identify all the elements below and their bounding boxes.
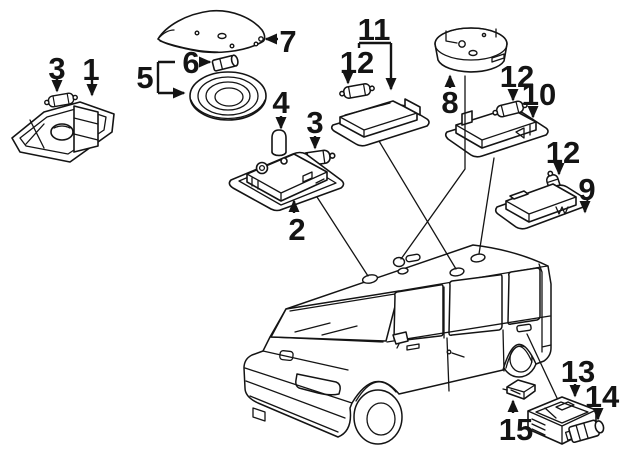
dome-lamp-9 [494, 183, 589, 230]
bulb-socket-14 [564, 419, 605, 444]
callout-label-15: 15 [499, 412, 533, 447]
callout-label-9: 9 [578, 172, 595, 207]
callout-label-10: 10 [522, 77, 556, 112]
quarter-panel-opening [516, 323, 532, 333]
front-badge [279, 350, 294, 362]
callout-label-1: 1 [82, 52, 99, 87]
roof-plate-7 [157, 9, 266, 54]
wedge-bulb-icon-4 [271, 129, 287, 157]
callout-label-6: 6 [182, 45, 199, 80]
callout-label-7: 7 [279, 24, 296, 59]
wedge-bulb-icon-6 [211, 54, 239, 72]
front-wheel [353, 389, 403, 445]
sliding-door-window [448, 274, 503, 336]
roof-openings [361, 253, 486, 284]
callout-label-3a: 3 [48, 51, 65, 86]
leader-lines [316, 75, 558, 399]
callout-label-12a: 12 [340, 45, 374, 80]
callout-label-4: 4 [272, 85, 290, 120]
dome-lamp-housing-1 [11, 101, 115, 163]
callout-label-8: 8 [441, 85, 458, 120]
callout-label-12c: 12 [546, 135, 580, 170]
callout-arrows [51, 33, 604, 421]
retainer-cup-8 [434, 27, 508, 73]
callout-label-2: 2 [288, 212, 305, 247]
callout-label-11: 11 [358, 12, 391, 47]
door-mirror [392, 331, 409, 345]
callout-label-13: 13 [561, 354, 595, 389]
callout-label-5: 5 [136, 60, 153, 95]
cargo-lamp-11 [330, 98, 430, 147]
step-lamp-15 [502, 379, 536, 400]
quarter-window [507, 267, 541, 325]
callout-labels: 3 1 5 6 7 4 3 2 11 12 8 12 10 12 9 13 14… [48, 12, 620, 447]
van-illustration [243, 244, 552, 445]
callout-label-14: 14 [585, 379, 620, 414]
callout-label-12b: 12 [500, 59, 534, 94]
dome-lamp-2 [228, 151, 345, 212]
festoon-bulb-icon [339, 83, 375, 99]
festoon-bulb-icon [44, 92, 78, 108]
windshield [270, 290, 400, 342]
round-dome-lamp-5 [189, 71, 267, 121]
callout-label-3b: 3 [306, 105, 323, 140]
festoon-bulb-icon [492, 100, 528, 118]
